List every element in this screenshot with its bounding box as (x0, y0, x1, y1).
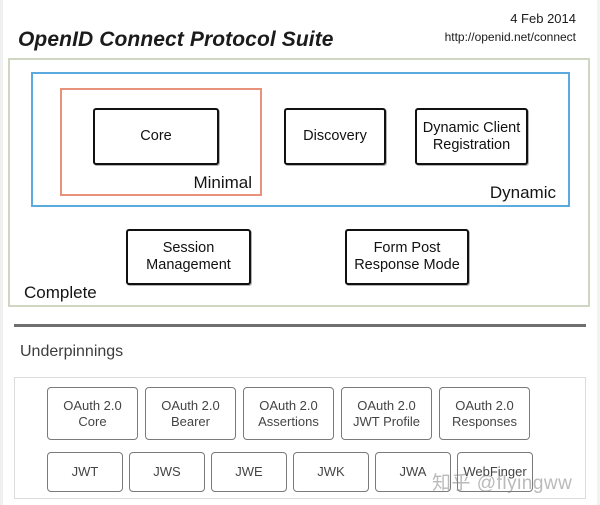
underpinning-jws: JWS (129, 452, 205, 492)
page-title: OpenID Connect Protocol Suite (18, 28, 334, 51)
under-label-line1: JWE (235, 464, 263, 479)
spec-box-session-management-label: Session Management (146, 240, 231, 274)
underpinning-jwt-label: JWT (72, 464, 99, 480)
spec-url: http://openid.net/connect (444, 30, 576, 44)
underpinning-jwe-label: JWE (235, 464, 262, 480)
group-minimal-label: Minimal (193, 173, 252, 192)
under-label-line1: WebFinger (463, 464, 527, 479)
spec-box-discovery-label: Discovery (303, 128, 367, 144)
section-divider (14, 324, 586, 327)
header: OpenID Connect Protocol Suite 4 Feb 2014… (0, 0, 600, 56)
underpinning-jwk-label: JWK (317, 464, 344, 480)
spec-label-line1: Session (162, 240, 215, 256)
under-label-line2: Assertions (258, 413, 319, 429)
under-label-line1: OAuth 2.0 (455, 397, 514, 413)
underpinning-jwt: JWT (47, 452, 123, 492)
underpinnings-title: Underpinnings (20, 343, 124, 360)
header-meta: 4 Feb 2014 http://openid.net/connect (445, 10, 576, 46)
spec-box-core-label: Core (140, 128, 172, 144)
underpinning-jwa-label: JWA (400, 464, 427, 480)
under-label-line1: JWK (317, 464, 345, 479)
underpinning-jwk: JWK (293, 452, 369, 492)
underpinning-webfinger: WebFinger (457, 452, 533, 492)
underpinning-webfinger-label: WebFinger (463, 464, 526, 480)
spec-box-dynamic-client-registration: Dynamic Client Registration (415, 108, 528, 165)
group-dynamic-label: Dynamic (489, 183, 556, 202)
under-label-line1: JWT (71, 464, 99, 479)
spec-label-line2: Response Mode (354, 257, 460, 273)
page-edge-right (597, 0, 600, 505)
publication-date: 4 Feb 2014 (510, 11, 576, 26)
spec-label-line2: Management (146, 257, 231, 273)
group-complete-label: Complete (24, 283, 97, 302)
underpinning-jwe: JWE (211, 452, 287, 492)
spec-box-session-management: Session Management (126, 229, 251, 285)
spec-box-form-post-response-mode-label: Form Post Response Mode (354, 240, 460, 274)
under-label-line2: Core (78, 413, 107, 429)
spec-box-discovery: Discovery (284, 108, 386, 165)
under-label-line2: Bearer (170, 413, 210, 429)
spec-label-line1: Form Post (373, 240, 441, 256)
under-label-line1: JWA (399, 464, 427, 479)
under-label-line2: Responses (451, 413, 518, 429)
spec-box-dynamic-client-registration-label: Dynamic Client Registration (423, 120, 521, 154)
underpinning-jwa: JWA (375, 452, 451, 492)
spec-label-line1: Dynamic Client (422, 119, 521, 136)
spec-box-form-post-response-mode: Form Post Response Mode (345, 229, 469, 285)
under-label-line1: OAuth 2.0 (161, 397, 220, 413)
spec-label-line2: Registration (432, 136, 511, 153)
under-label-line1: OAuth 2.0 (63, 397, 122, 413)
under-label-line2: JWT Profile (353, 413, 420, 429)
under-label-line1: OAuth 2.0 (357, 397, 416, 413)
page-edge-left (0, 0, 3, 505)
spec-box-core: Core (93, 108, 219, 165)
underpinning-jws-label: JWS (153, 464, 180, 480)
under-label-line1: JWS (153, 464, 181, 479)
under-label-line1: OAuth 2.0 (259, 397, 318, 413)
